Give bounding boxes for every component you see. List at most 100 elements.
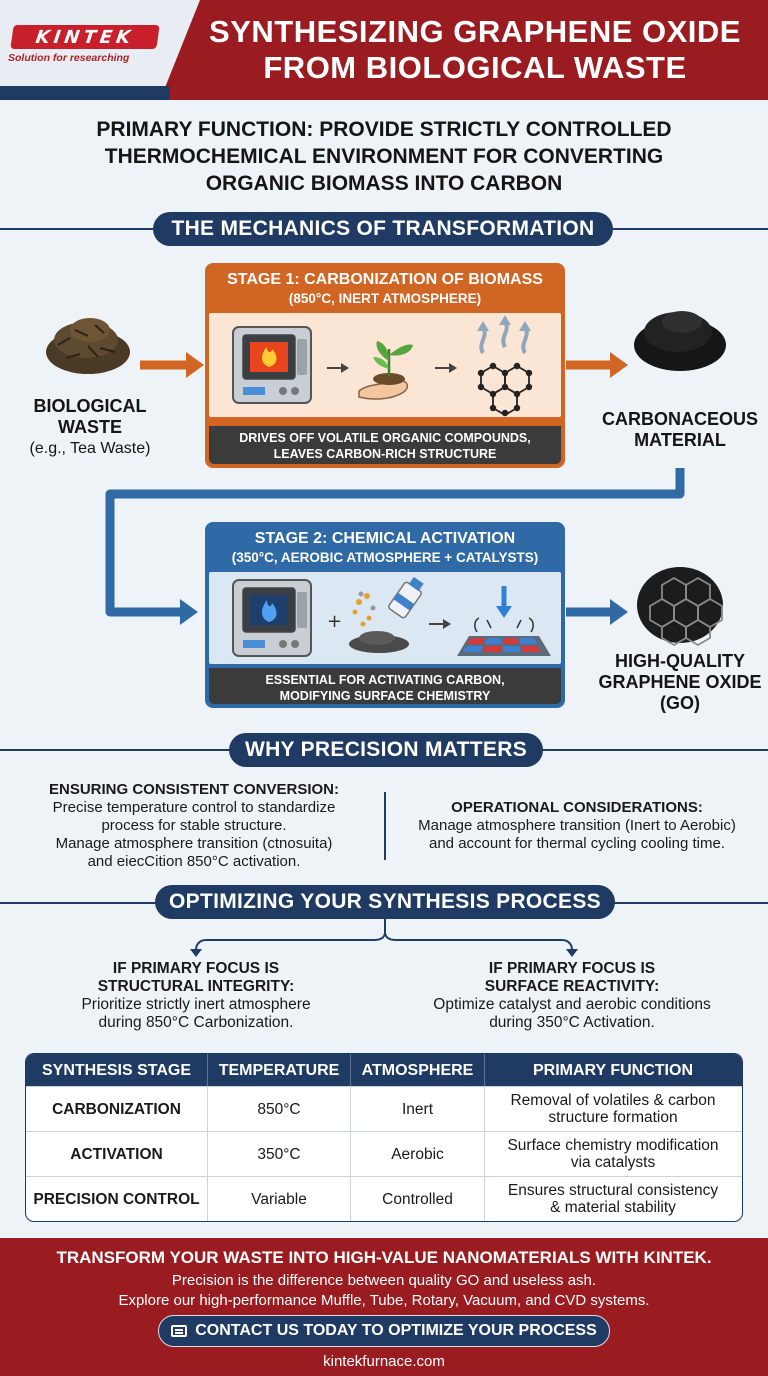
why-right-heading: OPERATIONAL CONSIDERATIONS: — [451, 799, 703, 816]
why-right-line-2: and account for thermal cycling cooling … — [429, 835, 725, 852]
function-line-2: via catalysts — [570, 1154, 656, 1171]
surface-grid-icon — [457, 586, 551, 656]
stage2-subtitle: (350°C, AEROBIC ATMOSPHERE + CATALYSTS) — [231, 550, 539, 565]
stage2-illustration: + — [209, 572, 561, 664]
function-line-1: Ensures structural consistency — [507, 1182, 719, 1199]
title-line-1: SYNTHESIZING GRAPHENE OXIDE — [209, 14, 741, 49]
plant-hand-icon — [358, 341, 413, 400]
primary-line-2: THERMOCHEMICAL ENVIRONMENT FOR CONVERTIN… — [104, 145, 664, 168]
stage2-note: ESSENTIAL FOR ACTIVATING CARBON, MODIFYI… — [209, 668, 561, 704]
table-cell-stage: ACTIVATION — [26, 1132, 208, 1176]
input-label: BIOLOGICAL WASTE (e.g., Tea Waste) — [10, 396, 170, 459]
stage2-box: STAGE 2: CHEMICAL ACTIVATION (350°C, AER… — [205, 522, 565, 708]
carbon-lattice-icon — [477, 315, 533, 417]
footer-heading: TRANSFORM YOUR WASTE INTO HIGH-VALUE NAN… — [56, 1248, 712, 1267]
why-right-line-1: Manage atmosphere transition (Inert to A… — [418, 817, 736, 834]
catalyst-icon — [349, 576, 424, 653]
stage1-note-1: DRIVES OFF VOLATILE ORGANIC COMPOUNDS, — [239, 431, 531, 445]
table-cell-function: Ensures structural consistency& material… — [485, 1177, 741, 1221]
input-label-line-2: WASTE — [57, 417, 122, 437]
page-title: SYNTHESIZING GRAPHENE OXIDE FROM BIOLOGI… — [190, 14, 760, 86]
table-cell-stage: PRECISION CONTROL — [26, 1177, 208, 1221]
footer: TRANSFORM YOUR WASTE INTO HIGH-VALUE NAN… — [0, 1238, 768, 1376]
function-line-2: structure formation — [548, 1109, 678, 1126]
table-cell-atmosphere: Inert — [351, 1087, 485, 1131]
loop-connector-head — [180, 599, 198, 625]
stage1-note: DRIVES OFF VOLATILE ORGANIC COMPOUNDS, L… — [209, 426, 561, 464]
input-label-line-1: BIOLOGICAL — [33, 396, 147, 416]
table-header-stage: SYNTHESIS STAGE — [26, 1054, 208, 1086]
graphene-oxide-icon — [637, 567, 723, 647]
why-left-line-2: process for stable structure. — [101, 817, 287, 834]
optimize-banner: OPTIMIZING YOUR SYNTHESIS PROCESS — [155, 885, 615, 919]
tea-waste-icon — [46, 318, 130, 374]
table-cell-temperature: 350°C — [208, 1132, 351, 1176]
stage1-note-2: LEAVES CARBON-RICH STRUCTURE — [273, 447, 497, 461]
contact-card-icon — [171, 1325, 188, 1337]
table-row: CARBONIZATION 850°C Inert Removal of vol… — [26, 1086, 742, 1131]
website-link[interactable]: kintekfurnace.com — [323, 1353, 445, 1370]
furnace-icon — [232, 579, 312, 657]
stage1-title-block: STAGE 1: CARBONIZATION OF BIOMASS (850°C… — [205, 263, 565, 308]
opt-right-heading-1: IF PRIMARY FOCUS IS — [488, 960, 656, 977]
why-left-line-1: Precise temperature control to standardi… — [52, 799, 336, 816]
stage2-note-2: MODIFYING SURFACE CHEMISTRY — [279, 689, 491, 703]
stage2-title: STAGE 2: CHEMICAL ACTIVATION — [254, 530, 516, 547]
carbon-powder-icon — [634, 311, 726, 371]
why-left: ENSURING CONSISTENT CONVERSION: Precise … — [14, 781, 374, 871]
table-header-atmosphere: ATMOSPHERE — [351, 1054, 485, 1086]
arrow-stage1-to-carbon-head — [610, 352, 628, 378]
header: KINTEK Solution for researching SYNTHESI… — [0, 0, 768, 100]
stage1-box: STAGE 1: CARBONIZATION OF BIOMASS (850°C… — [205, 263, 565, 468]
function-line-2: & material stability — [550, 1199, 676, 1216]
table-cell-atmosphere: Aerobic — [351, 1132, 485, 1176]
table-cell-atmosphere: Controlled — [351, 1177, 485, 1221]
optimize-branch-connector — [190, 918, 578, 957]
primary-line-3: ORGANIC BIOMASS INTO CARBON — [205, 172, 563, 195]
plus-icon: + — [327, 611, 342, 632]
why-right: OPERATIONAL CONSIDERATIONS: Manage atmos… — [392, 799, 762, 853]
furnace-icon — [232, 326, 312, 404]
arrow-input-to-stage1-head — [186, 352, 204, 378]
opt-left-heading-2: STRUCTURAL INTEGRITY: — [97, 978, 295, 995]
table-header-temperature: TEMPERATURE — [208, 1054, 351, 1086]
output-line-2: GRAPHENE OXIDE — [598, 672, 762, 692]
table-cell-stage: CARBONIZATION — [26, 1087, 208, 1131]
table-cell-temperature: Variable — [208, 1177, 351, 1221]
output-line-1: HIGH-QUALITY — [615, 651, 745, 671]
opt-left-line-1: Prioritize strictly inert atmosphere — [81, 996, 311, 1013]
output-line-3: (GO) — [660, 693, 700, 713]
output-label: HIGH-QUALITY GRAPHENE OXIDE (GO) — [594, 651, 766, 714]
intermediate-line-2: MATERIAL — [634, 430, 726, 450]
opt-left-heading-1: IF PRIMARY FOCUS IS — [112, 960, 280, 977]
optimize-right: IF PRIMARY FOCUS IS SURFACE REACTIVITY: … — [396, 960, 748, 1032]
arrow-stage2-to-go-head — [610, 599, 628, 625]
synthesis-table: SYNTHESIS STAGE TEMPERATURE ATMOSPHERE P… — [25, 1053, 743, 1222]
stage1-title: STAGE 1: CARBONIZATION OF BIOMASS — [227, 271, 543, 288]
why-banner: WHY PRECISION MATTERS — [229, 733, 543, 767]
function-line-1: Removal of volatiles & carbon — [510, 1092, 716, 1109]
table-row: PRECISION CONTROL Variable Controlled En… — [26, 1176, 742, 1221]
input-example: (e.g., Tea Waste) — [29, 440, 151, 457]
table-row: ACTIVATION 350°C Aerobic Surface chemist… — [26, 1131, 742, 1176]
intermediate-label: CARBONACEOUS MATERIAL — [594, 409, 766, 451]
stage1-subtitle: (850°C, INERT ATMOSPHERE) — [288, 291, 482, 306]
intermediate-line-1: CARBONACEOUS — [601, 409, 758, 429]
opt-right-heading-2: SURFACE REACTIVITY: — [484, 978, 660, 995]
contact-button-label: CONTACT US TODAY TO OPTIMIZE YOUR PROCES… — [195, 1322, 597, 1339]
stage2-note-1: ESSENTIAL FOR ACTIVATING CARBON, — [265, 673, 505, 687]
table-cell-temperature: 850°C — [208, 1087, 351, 1131]
why-divider — [384, 792, 386, 860]
opt-left-line-2: during 850°C Carbonization. — [98, 1014, 294, 1031]
footer-line-1: Precision is the difference between qual… — [171, 1272, 597, 1289]
primary-line-1: PRIMARY FUNCTION: PROVIDE STRICTLY CONTR… — [96, 118, 672, 141]
flow-connectors — [46, 311, 726, 647]
optimize-left: IF PRIMARY FOCUS IS STRUCTURAL INTEGRITY… — [20, 960, 372, 1032]
footer-line-2: Explore our high-performance Muffle, Tub… — [118, 1292, 650, 1309]
why-left-heading: ENSURING CONSISTENT CONVERSION: — [48, 781, 340, 798]
table-header-row: SYNTHESIS STAGE TEMPERATURE ATMOSPHERE P… — [26, 1054, 742, 1086]
stage1-illustration — [209, 313, 561, 417]
contact-button[interactable]: CONTACT US TODAY TO OPTIMIZE YOUR PROCES… — [158, 1315, 610, 1347]
primary-function: PRIMARY FUNCTION: PROVIDE STRICTLY CONTR… — [30, 116, 738, 197]
